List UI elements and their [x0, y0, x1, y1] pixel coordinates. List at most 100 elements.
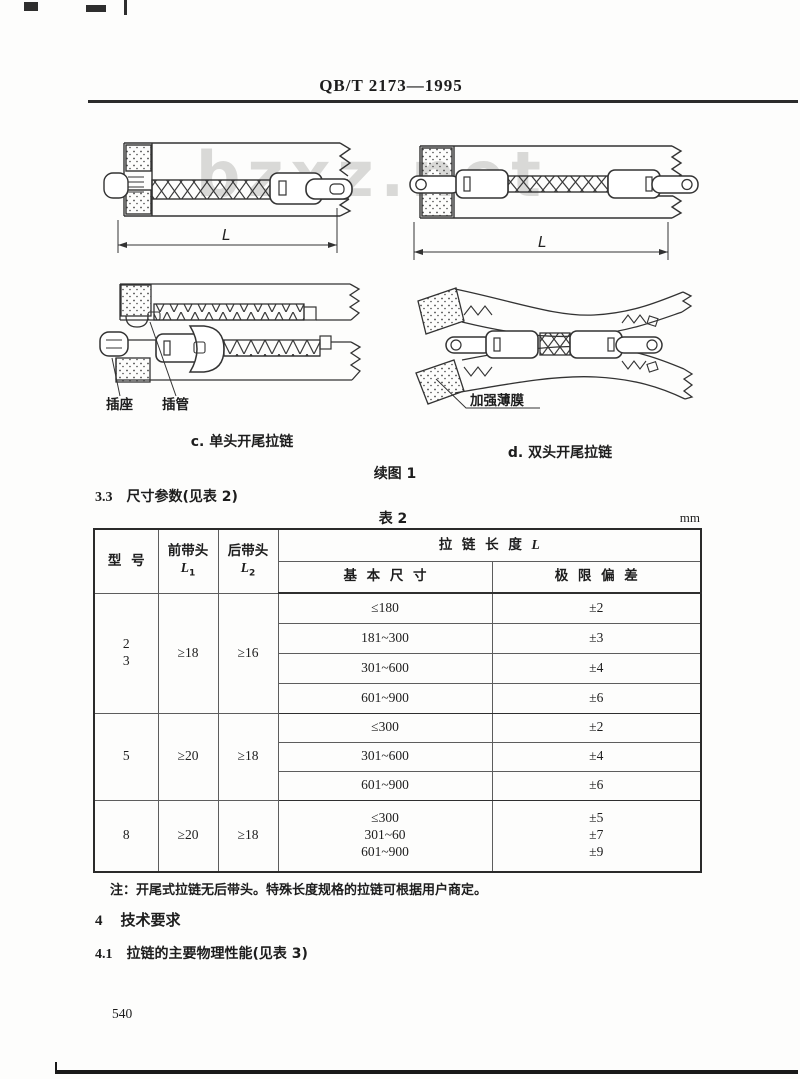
right-slider: [607, 169, 699, 199]
zipper-tape-outline: [103, 142, 353, 253]
cell-front-tape: ≥18: [157, 592, 219, 714]
cell-deviation: ±4: [491, 652, 702, 684]
slider-with-pull: [155, 325, 225, 373]
deviation-line: ±5: [589, 810, 604, 826]
zipper-teeth: [463, 305, 493, 377]
zipper-teeth: [507, 175, 609, 193]
deviation-line: ±7: [589, 827, 604, 843]
figure-c-caption: c. 单头开尾拉链: [191, 433, 294, 450]
scan-artifact-mark: [124, 0, 127, 15]
scan-artifact-mark: [24, 2, 38, 11]
figure-closed-zipper-single-slider: L: [103, 142, 353, 253]
zipper-length-symbol: L: [531, 536, 540, 552]
label-leader-line: [435, 378, 540, 409]
col-header-zipper-length: 拉 链 长 度 L: [277, 528, 702, 562]
retainer-box: [99, 331, 129, 357]
section-4-title: 技术要求: [120, 911, 181, 929]
zipper-teeth: [223, 339, 321, 357]
col-header-limit-deviation: 极 限 偏 差: [491, 560, 702, 594]
zipper-length-label: 拉 链 长 度: [438, 536, 522, 553]
left-slider: [409, 169, 509, 199]
basic-size-line: 601~900: [361, 844, 409, 860]
cell-rear-tape: ≥18: [217, 712, 279, 801]
label-pin: 插管: [162, 396, 189, 413]
figure-double-head-open-end-zipper: 加强薄膜 d. 双头开尾拉链: [415, 287, 694, 461]
cell-basic-size: 301~600: [277, 741, 493, 772]
rear-tape-label: 后带头: [227, 542, 269, 559]
table-2-unit: mm: [679, 510, 700, 525]
section-4: 4 技术要求: [95, 909, 181, 930]
scan-artifact-mark: [86, 5, 106, 12]
section-4-1-title: 拉链的主要物理性能(见表 3): [126, 946, 308, 962]
section-3-3: 3.3 尺寸参数(见表 2): [95, 486, 238, 506]
zipper-teeth: [153, 303, 305, 321]
cell-deviation: ±2: [491, 592, 702, 624]
col-header-model: 型 号: [93, 528, 159, 594]
col-header-front-tape: 前带头 L1: [157, 528, 219, 594]
model-value: 3: [122, 653, 130, 668]
section-4-1: 4.1 拉链的主要物理性能(见表 3): [95, 943, 308, 963]
figure-single-head-open-end-zipper: 插座 插管 c. 单头开尾拉链: [99, 283, 362, 450]
left-slider: [445, 330, 539, 359]
header-rule: [88, 100, 798, 103]
cell-basic-size: ≤300: [277, 712, 493, 743]
cell-model: 2 3: [93, 592, 159, 714]
basic-size-line: 301~60: [364, 827, 406, 843]
table-2-caption: 表 2: [378, 511, 408, 527]
standard-code: QB/T 2173—1995: [319, 76, 463, 95]
model-value: 2: [122, 636, 130, 652]
table-2: 型 号 前带头 L1 后带头 L2 拉 链 长 度 L 基 本 尺 寸 极 限 …: [93, 528, 702, 873]
dimension-extension-lines: [413, 222, 669, 260]
dimension-label-L: L: [222, 226, 230, 244]
cell-deviation: ±4: [491, 741, 702, 772]
right-slider: [569, 330, 663, 359]
cell-deviation: ±6: [491, 770, 702, 801]
table-2-note: 注：开尾式拉链无后带头。特殊长度规格的拉链可根据用户商定。: [110, 883, 488, 898]
cell-front-tape: ≥20: [157, 799, 219, 873]
front-tape-subscript: 1: [188, 568, 196, 579]
section-4-number: 4: [95, 913, 103, 929]
cell-basic-size: 181~300: [277, 622, 493, 654]
col-header-basic-size: 基 本 尺 寸: [277, 560, 493, 594]
cell-basic-size: 601~900: [277, 770, 493, 801]
cell-deviation: ±3: [491, 622, 702, 654]
cell-rear-tape: ≥16: [217, 592, 279, 714]
cell-deviation: ±6: [491, 682, 702, 714]
front-tape-symbol: L: [180, 559, 189, 575]
cell-model: 5: [93, 712, 159, 801]
front-tape-label: 前带头: [167, 542, 209, 559]
cell-deviation: ±2: [491, 712, 702, 743]
label-socket: 插座: [106, 396, 133, 413]
bottom-scan-rule: [55, 1070, 798, 1074]
section-3-3-number: 3.3: [95, 490, 113, 505]
cell-basic-size: 301~600: [277, 652, 493, 684]
section-4-1-number: 4.1: [95, 947, 113, 962]
page-number: 540: [112, 1006, 133, 1021]
zipper-teeth: [151, 179, 273, 200]
top-stop: [103, 172, 129, 199]
cell-front-tape: ≥20: [157, 712, 219, 801]
figure-1-continued-caption: 续图 1: [373, 466, 417, 482]
dimension-label-L: L: [538, 233, 546, 251]
basic-size-line: ≤300: [371, 810, 399, 826]
scan-artifact-tick: [55, 1062, 57, 1071]
section-3-3-title: 尺寸参数(见表 2): [126, 489, 238, 505]
rear-tape-symbol: L: [240, 559, 249, 575]
zipper-teeth: [539, 332, 571, 356]
open-end-zipper-halves: [99, 283, 362, 397]
label-leader-lines: [111, 321, 177, 397]
zipper-tape-outline: [409, 145, 699, 260]
cell-basic-size: ≤180: [277, 592, 493, 624]
zipper-teeth: [621, 314, 647, 370]
col-header-rear-tape: 后带头 L2: [217, 528, 279, 594]
cell-rear-tape: ≥18: [217, 799, 279, 873]
crossed-tapes: [415, 287, 694, 409]
rear-tape-subscript: 2: [248, 568, 256, 579]
cell-basic-size: 601~900: [277, 682, 493, 714]
label-reinforcement-film: 加强薄膜: [469, 392, 524, 409]
figure-d-caption: d. 双头开尾拉链: [508, 444, 613, 461]
deviation-line: ±9: [589, 844, 604, 860]
cell-deviation: ±5 ±7 ±9: [491, 799, 702, 873]
cell-model: 8: [93, 799, 159, 873]
